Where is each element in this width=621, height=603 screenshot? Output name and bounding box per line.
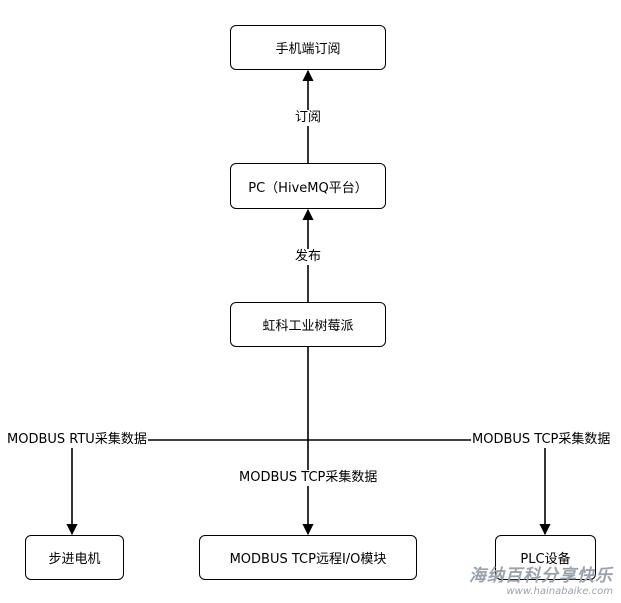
- node-plc-device: PLC设备: [495, 535, 596, 580]
- label-publish: 发布: [294, 249, 323, 265]
- label-modbus-tcp-center: MODBUS TCP采集数据: [238, 470, 379, 486]
- node-raspberry-pi: 虹科工业树莓派: [230, 302, 386, 347]
- watermark-cn: 海纳百科分享快乐: [469, 566, 613, 586]
- node-stepper-motor: 步进电机: [25, 535, 124, 580]
- node-mobile-subscribe: 手机端订阅: [230, 25, 386, 70]
- watermark: 海纳百科分享快乐 www.hainabaike.com: [469, 561, 613, 597]
- node-modbus-tcp-io: MODBUS TCP远程I/O模块: [199, 535, 417, 580]
- watermark-url: www.hainabaike.com: [506, 586, 613, 597]
- label-modbus-tcp-right: MODBUS TCP采集数据: [471, 432, 612, 448]
- label-modbus-rtu: MODBUS RTU采集数据: [6, 432, 148, 448]
- label-subscribe: 订阅: [294, 110, 323, 126]
- node-pc-hivemq: PC（HiveMQ平台）: [230, 163, 386, 209]
